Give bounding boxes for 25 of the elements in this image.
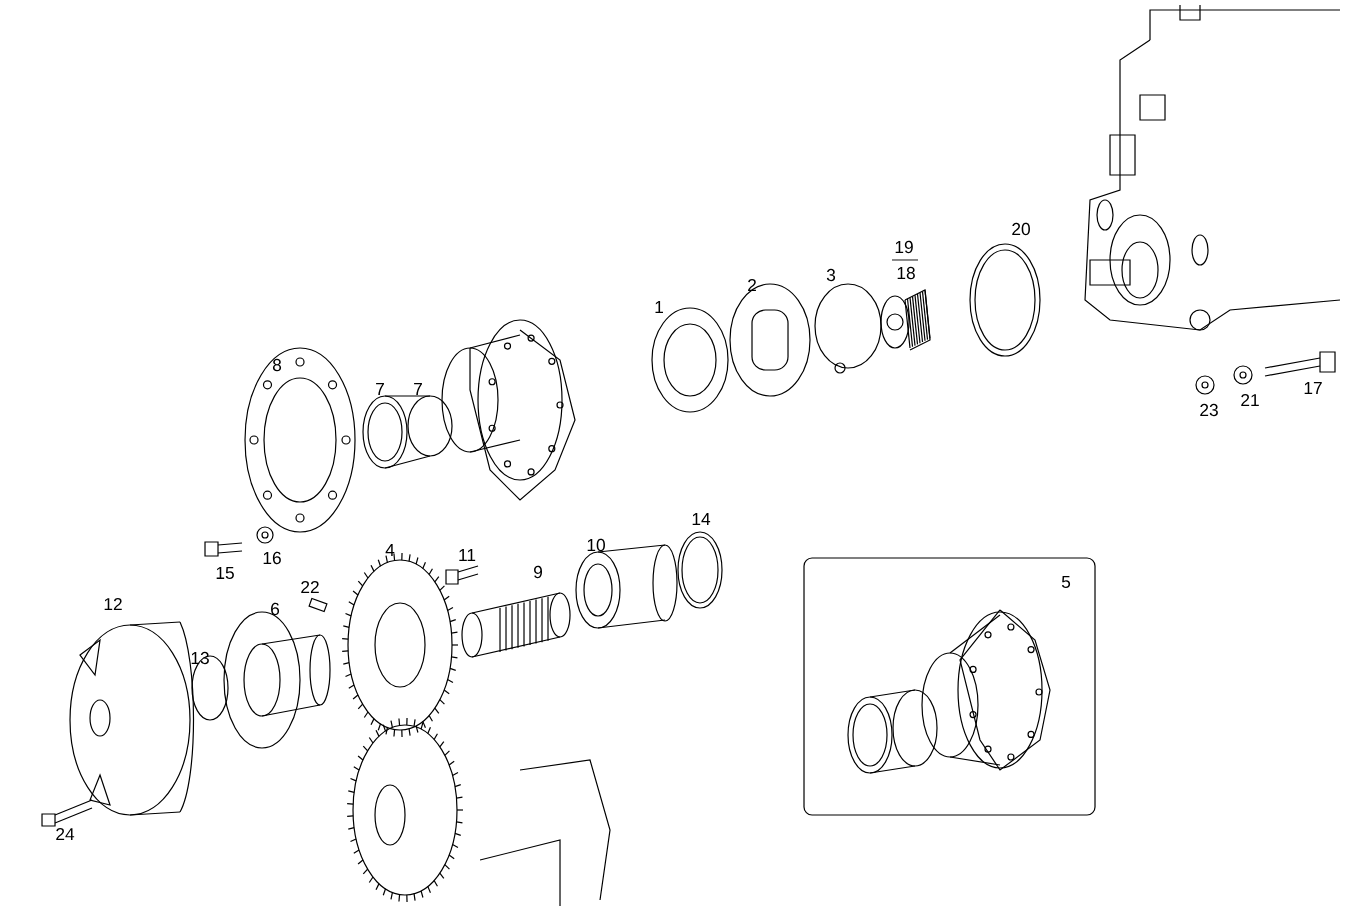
inset-box: 5 — [803, 557, 1096, 816]
callout-number: 16 — [263, 551, 281, 565]
callout-number: 6 — [271, 602, 280, 616]
callout-number: 18 — [897, 266, 915, 280]
callout-number: 19 — [895, 240, 913, 254]
callout-number: 3 — [826, 268, 836, 282]
callout-number: 20 — [1012, 222, 1030, 236]
callout-number: 14 — [692, 513, 711, 525]
callout-number: 7 — [414, 383, 422, 395]
callout-number: 7 — [376, 383, 384, 395]
callout-number: 12 — [104, 597, 122, 611]
callout-number: 21 — [1241, 393, 1259, 407]
callout-number: 10 — [587, 538, 605, 552]
callout-number: 11 — [459, 549, 476, 561]
callout-number: 8 — [272, 358, 282, 372]
callout-number: 1 — [655, 301, 663, 313]
callout-number: 15 — [216, 566, 234, 580]
callout-number: 17 — [1304, 382, 1322, 394]
callout-number: 13 — [191, 651, 209, 665]
callout-number: 23 — [1200, 403, 1218, 417]
callout-number: 22 — [301, 580, 319, 594]
callout-number: 9 — [534, 565, 542, 579]
callout-number: 4 — [385, 544, 395, 556]
callout-number: 2 — [748, 278, 756, 292]
callout-number: 24 — [56, 827, 75, 841]
